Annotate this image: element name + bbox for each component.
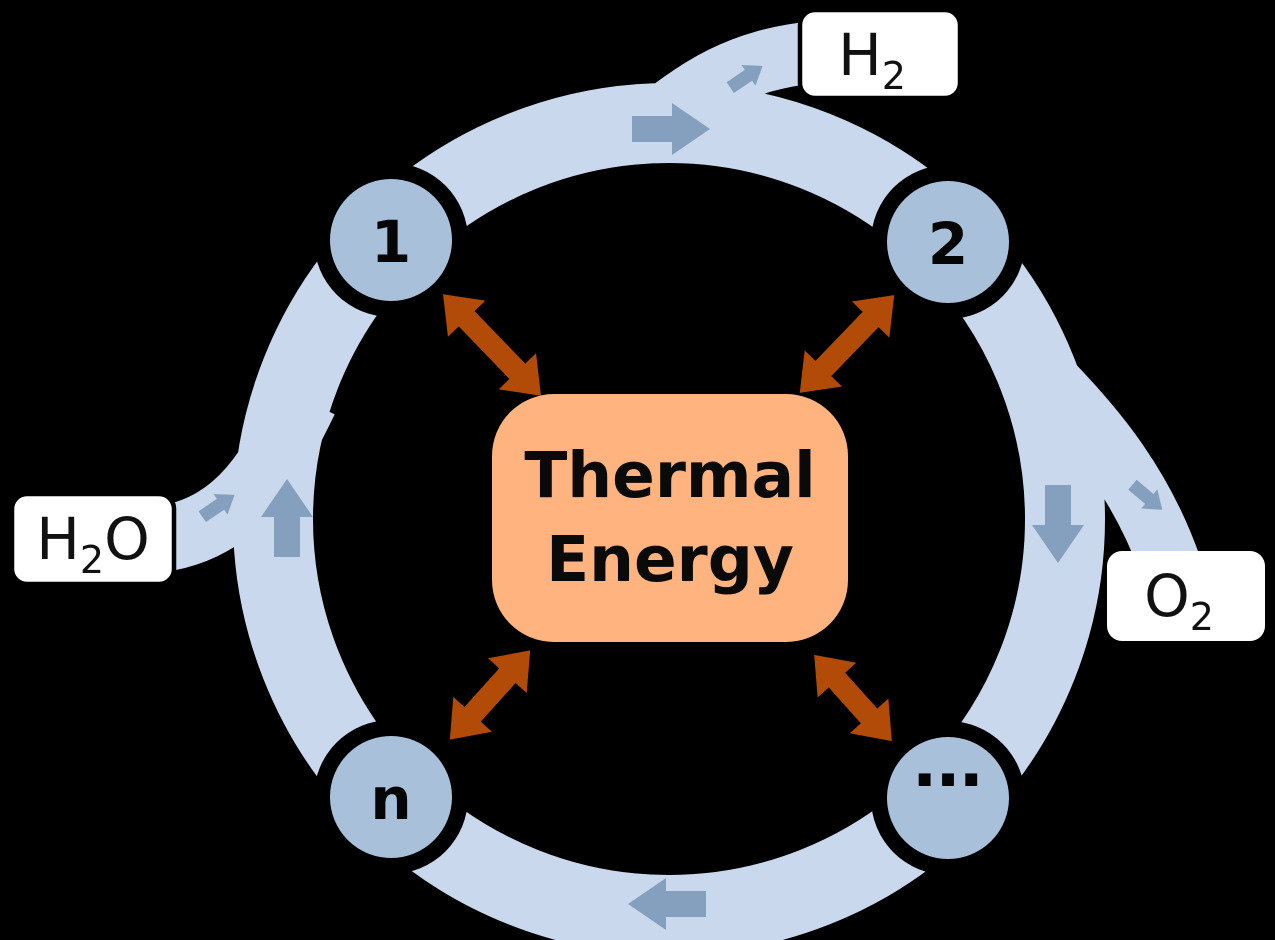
h2o-label-base: H: [36, 505, 80, 573]
h2o-label-box: [9, 491, 177, 587]
h2-label: H2: [838, 21, 906, 98]
o2-branch-arrow-icon: [1128, 479, 1163, 510]
flow-arrow-bottom-icon: [628, 878, 706, 930]
thermal-energy-line1: Thermal: [524, 439, 815, 512]
exchange-arrow-step1-icon: [443, 294, 541, 396]
flow-arrow-top-icon: [632, 103, 710, 155]
flow-arrow-right-icon: [1032, 485, 1084, 563]
o2-label-box: [1107, 551, 1265, 641]
h2o-label-tail: O: [104, 505, 150, 573]
exchange-arrow-stepdots-icon: [814, 654, 892, 742]
o2-label-base: O: [1144, 562, 1190, 630]
step-node-1: [320, 169, 462, 311]
step-node-dots: [877, 727, 1019, 869]
step-node-2: [877, 171, 1019, 313]
h2-branch-arrow-icon: [726, 64, 763, 94]
h2-label-base: H: [838, 21, 882, 89]
step-nodes: [320, 169, 1019, 869]
o2-label: O2: [1144, 562, 1214, 639]
exchange-arrows: [443, 294, 895, 742]
step-label-2: 2: [928, 210, 968, 278]
h2o-label: H2O: [36, 505, 149, 582]
o2-label-sub: 2: [1190, 595, 1214, 639]
h2-label-sub: 2: [882, 54, 906, 98]
flow-arrows: [198, 64, 1163, 930]
step-node-n: [320, 726, 462, 868]
gas-labels: H2 H2O O2: [9, 7, 1265, 641]
exchange-arrow-step2-icon: [799, 295, 895, 393]
thermal-energy-line2: Energy: [546, 523, 794, 596]
flow-arrow-left-icon: [261, 479, 313, 557]
h2o-branch-arrow-icon: [198, 493, 235, 523]
step-label-n: n: [370, 765, 411, 833]
h2-label-box: [797, 7, 963, 101]
step-label-dots: ...: [913, 710, 983, 804]
step-label-1: 1: [371, 208, 411, 276]
h2o-label-sub: 2: [80, 538, 104, 582]
exchange-arrow-stepn-icon: [449, 650, 531, 740]
thermal-energy-box: [492, 394, 848, 642]
